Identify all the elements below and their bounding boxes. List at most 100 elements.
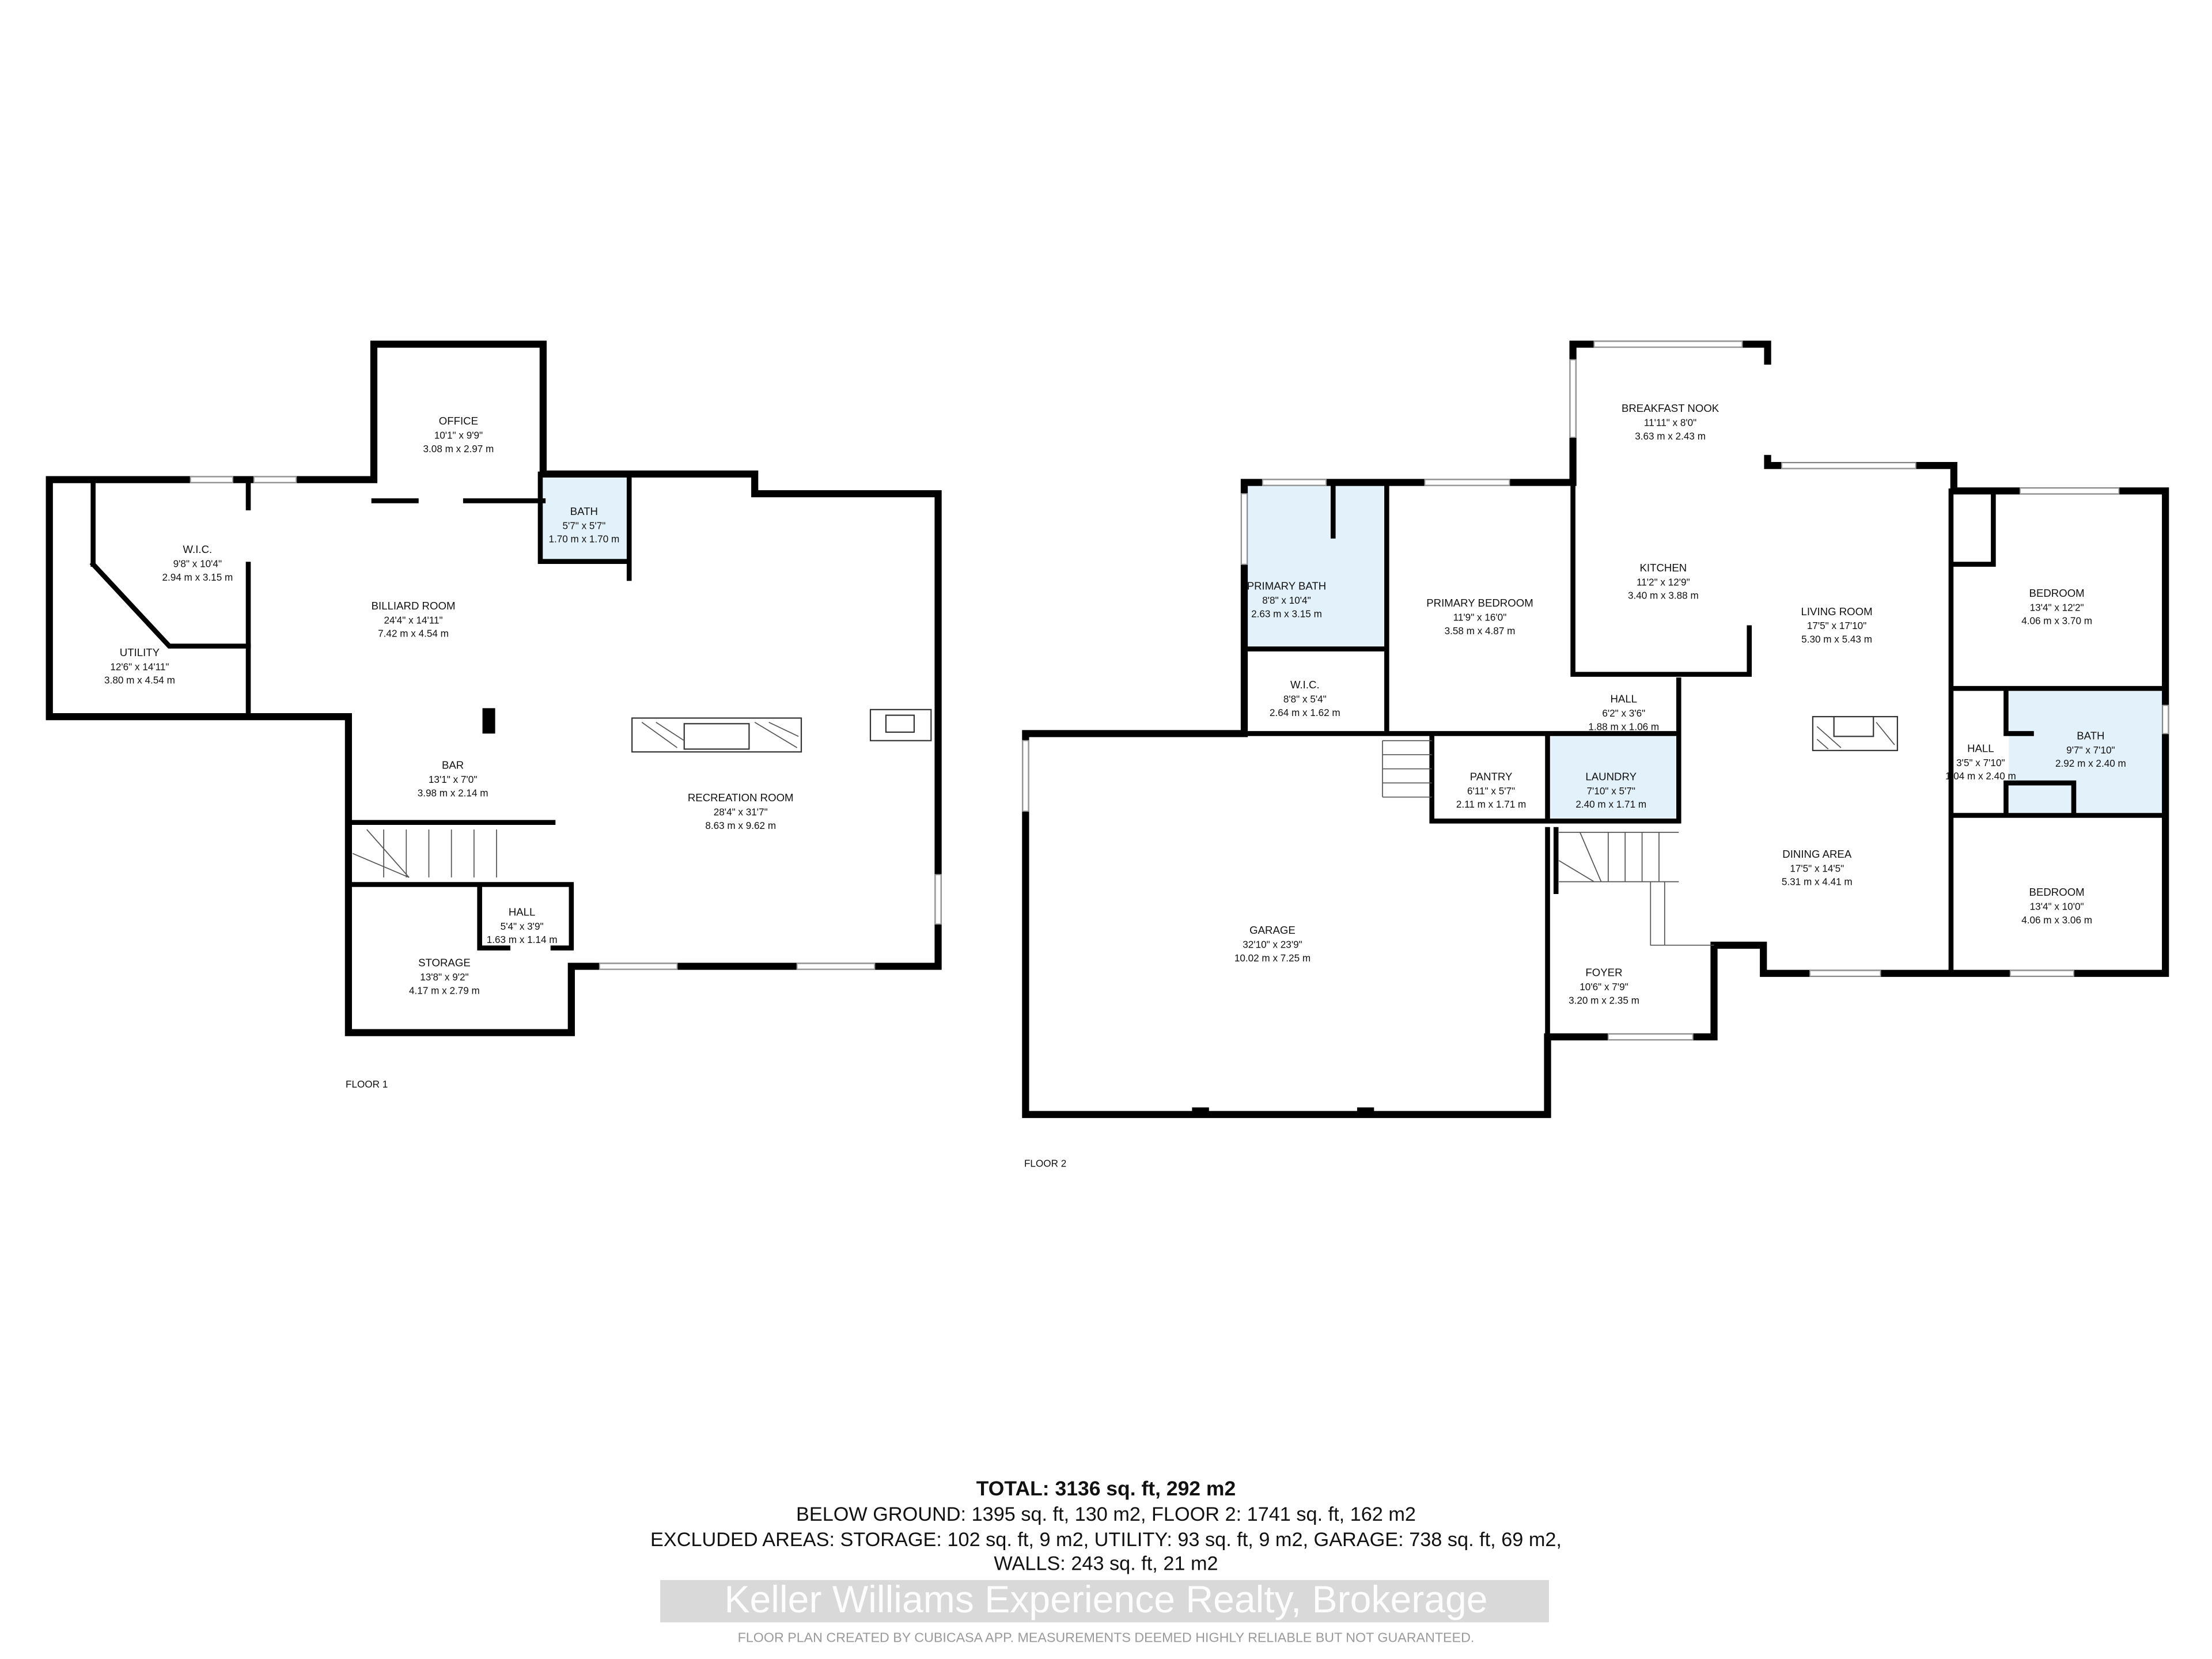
room-dimensions-metric: 8.63 m x 9.62 m	[705, 820, 776, 831]
room-name: FOYER	[1585, 967, 1622, 979]
room-dimensions-imperial: 13'4" x 12'2"	[2030, 601, 2084, 613]
floor2-laundry-fill	[1550, 736, 1676, 819]
room-name: STORAGE	[418, 957, 471, 969]
room-dimensions-imperial: 11'9" x 16'0"	[1453, 612, 1507, 623]
room-name: GARAGE	[1249, 924, 1296, 936]
room-name: RECREATION ROOM	[688, 791, 794, 804]
room-dimensions-imperial: 8'8" x 5'4"	[1283, 694, 1327, 705]
room-dimensions-metric: 2.40 m x 1.71 m	[1575, 798, 1646, 810]
room-dimensions-imperial: 11'11" x 8'0"	[1644, 417, 1696, 429]
room-name: BILLIARD ROOM	[372, 600, 456, 612]
floor-breakdown: BELOW GROUND: 1395 sq. ft, 130 m2, FLOOR…	[796, 1503, 1416, 1525]
room-dimensions-metric: 7.42 m x 4.54 m	[378, 628, 449, 639]
room-dimensions-metric: 4.06 m x 3.70 m	[2021, 615, 2092, 627]
window	[2162, 704, 2169, 734]
room-dimensions-imperial: 9'8" x 10'4"	[173, 558, 222, 569]
floor2-stairs	[1382, 740, 1714, 946]
window	[1022, 740, 1029, 812]
room-dimensions-imperial: 11'2" x 12'9"	[1637, 576, 1690, 588]
room-name: PRIMARY BEDROOM	[1426, 597, 1533, 609]
room-dimensions-imperial: 17'5" x 14'5"	[1790, 862, 1844, 874]
window	[1262, 479, 1327, 486]
area-summary: TOTAL: 3136 sq. ft, 292 m2 BELOW GROUND:…	[650, 1477, 1562, 1645]
room-dimensions-metric: 1.70 m x 1.70 m	[548, 533, 619, 545]
window	[190, 476, 234, 483]
room-dimensions-metric: 10.02 m x 7.25 m	[1234, 952, 1310, 964]
room-dimensions-metric: 3.40 m x 3.88 m	[1628, 590, 1699, 601]
room-dimensions-metric: 1.04 m x 2.40 m	[1945, 770, 2016, 782]
room-dimensions-imperial: 7'10" x 5'7"	[1587, 785, 1635, 797]
room-dimensions-metric: 3.20 m x 2.35 m	[1569, 994, 1639, 1006]
room-dimensions-metric: 3.08 m x 2.97 m	[423, 443, 494, 454]
floor2-primary-bath-fill	[1247, 485, 1384, 646]
floor1-exterior-walls	[46, 340, 942, 1036]
room-name: LAUNDRY	[1585, 770, 1637, 782]
room-dimensions-metric: 4.06 m x 3.06 m	[2021, 914, 2092, 926]
window	[1424, 479, 1510, 486]
floor2-bath-fill	[2009, 691, 2163, 813]
watermark-band	[660, 1580, 1549, 1623]
floor-2-plan	[1022, 340, 2169, 1118]
garage-door-post	[1192, 1107, 1209, 1116]
floor2-interior-walls	[1023, 480, 2168, 1040]
window	[1781, 462, 1916, 469]
window	[253, 476, 297, 483]
room-name: UTILITY	[120, 646, 160, 658]
room-name: BATH	[2077, 729, 2104, 741]
room-dimensions-metric: 2.63 m x 3.15 m	[1251, 608, 1322, 619]
room-dimensions-metric: 5.31 m x 4.41 m	[1782, 876, 1853, 888]
room-name: LIVING ROOM	[1801, 605, 1873, 618]
garage-door-post	[1357, 1107, 1374, 1116]
room-dimensions-imperial: 6'2" x 3'6"	[1602, 707, 1645, 719]
room-dimensions-imperial: 13'1" x 7'0"	[429, 774, 477, 785]
room-dimensions-imperial: 5'7" x 5'7"	[562, 520, 605, 531]
room-dimensions-metric: 1.88 m x 1.06 m	[1588, 721, 1659, 732]
room-name: DINING AREA	[1782, 848, 1852, 860]
room-name: HALL	[509, 906, 536, 918]
room-name: HALL	[1967, 742, 1994, 754]
room-dimensions-imperial: 24'4" x 14'11"	[384, 614, 442, 626]
room-dimensions-metric: 5.30 m x 5.43 m	[1801, 634, 1872, 645]
window	[2019, 487, 2120, 495]
floor-1-plan	[46, 340, 942, 1036]
window	[1241, 493, 1248, 565]
room-dimensions-metric: 4.17 m x 2.79 m	[409, 984, 480, 996]
room-name: HALL	[1610, 693, 1637, 705]
room-name: PRIMARY BATH	[1247, 580, 1327, 592]
room-name: W.I.C.	[1290, 679, 1320, 691]
room-name: KITCHEN	[1640, 562, 1687, 574]
window	[1593, 340, 1743, 348]
watermark-text: Keller Williams Experience Realty, Broke…	[724, 1578, 1487, 1621]
room-dimensions-metric: 3.80 m x 4.54 m	[104, 675, 175, 686]
room-name: BEDROOM	[2029, 886, 2085, 898]
floor-1-label: FLOOR 1	[346, 1078, 388, 1090]
window	[796, 963, 876, 970]
room-dimensions-imperial: 3'5" x 7'10"	[1956, 757, 2005, 768]
room-dimensions-imperial: 5'4" x 3'9"	[501, 921, 544, 932]
floor1-interior-walls	[90, 471, 632, 950]
room-name: BREAKFAST NOOK	[1622, 402, 1719, 414]
room-dimensions-metric: 2.94 m x 3.15 m	[162, 571, 233, 583]
room-name: PANTRY	[1470, 770, 1513, 782]
room-dimensions-metric: 3.58 m x 4.87 m	[1445, 625, 1516, 637]
room-dimensions-imperial: 6'11" x 5'7"	[1467, 785, 1515, 797]
window	[1809, 969, 1881, 977]
room-name: BAR	[442, 759, 464, 771]
window	[1607, 1033, 1694, 1040]
window	[1569, 359, 1577, 438]
room-name: W.I.C.	[183, 543, 213, 555]
room-dimensions-metric: 2.92 m x 2.40 m	[2055, 757, 2126, 769]
room-dimensions-imperial: 8'8" x 10'4"	[1262, 594, 1310, 606]
room-dimensions-imperial: 9'7" x 7'10"	[2066, 744, 2115, 756]
walls-area: WALLS: 243 sq. ft, 21 m2	[994, 1553, 1218, 1575]
floor1-bath-fill	[541, 475, 630, 562]
room-dimensions-metric: 2.11 m x 1.71 m	[1456, 798, 1527, 810]
window	[934, 874, 942, 925]
total-area: TOTAL: 3136 sq. ft, 292 m2	[976, 1477, 1236, 1500]
room-name: OFFICE	[439, 415, 478, 427]
floor1-wic-angled-wall	[89, 560, 251, 649]
room-dimensions-imperial: 10'6" x 7'9"	[1580, 981, 1628, 993]
floor1-stairs	[352, 829, 497, 878]
room-dimensions-imperial: 13'8" x 9'2"	[420, 971, 468, 983]
